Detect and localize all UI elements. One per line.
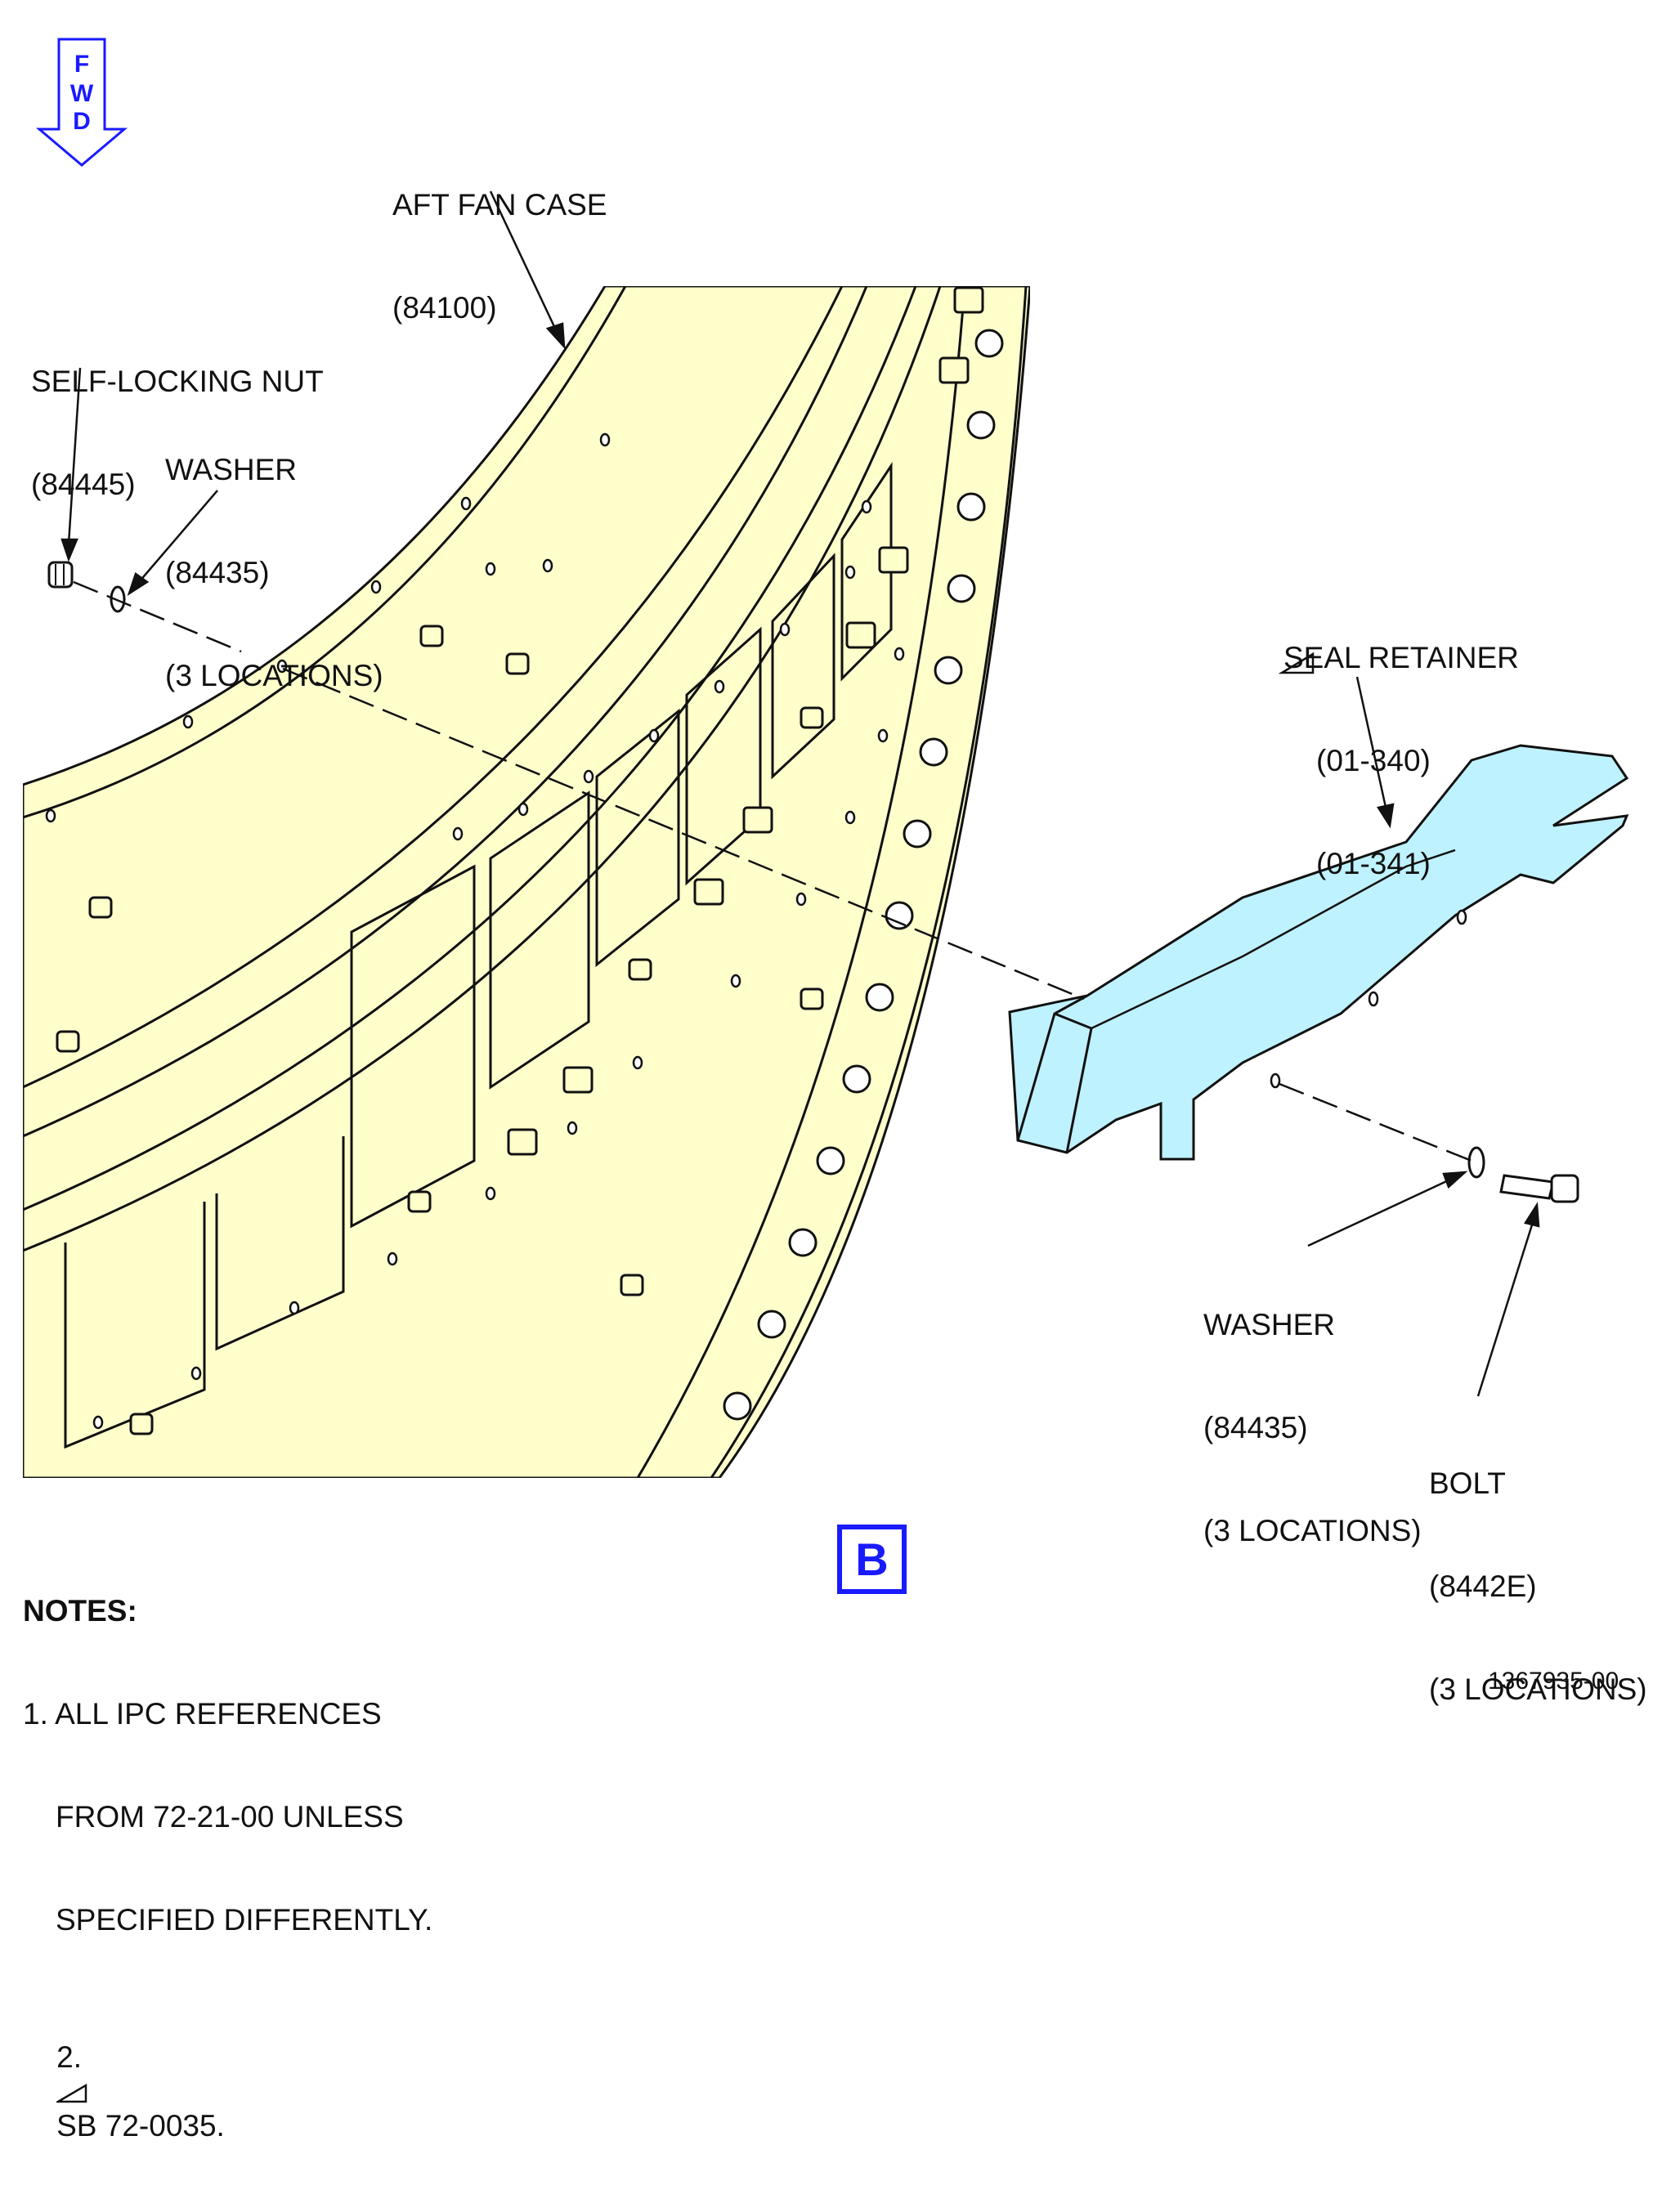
bolt-part bbox=[1499, 1174, 1579, 1203]
note-1-line-3: SPECIFIED DIFFERENTLY. bbox=[56, 1903, 433, 1937]
bolt-name: BOLT bbox=[1429, 1466, 1506, 1500]
washer-right-ref: (84435) bbox=[1203, 1411, 1308, 1444]
fwd-letter-w: W bbox=[69, 80, 94, 107]
washer-left-qty: (3 LOCATIONS) bbox=[165, 659, 383, 692]
self-locking-nut-part bbox=[47, 561, 74, 589]
aft-fan-case-ref: (84100) bbox=[392, 291, 497, 325]
washer-left-part bbox=[110, 585, 126, 613]
figure-number: 1367935-00 bbox=[1488, 1668, 1619, 1695]
fwd-arrow-icon bbox=[35, 38, 128, 167]
fwd-letter-d: D bbox=[73, 108, 91, 135]
sb-flag-note-icon bbox=[56, 2083, 87, 2103]
bolt-qty: (3 LOCATIONS) bbox=[1429, 1672, 1647, 1706]
washer-right-qty: (3 LOCATIONS) bbox=[1203, 1514, 1422, 1547]
install-path-lines bbox=[73, 580, 1472, 1162]
label-bolt: BOLT (8442E) (3 LOCATIONS) bbox=[1429, 1398, 1647, 1741]
washer-left-name: WASHER bbox=[165, 453, 298, 486]
seal-retainer bbox=[1008, 744, 1629, 1161]
note-1-line-2: FROM 72-21-00 UNLESS bbox=[56, 1800, 404, 1834]
washer-left-ref: (84435) bbox=[165, 556, 270, 589]
leader-lines bbox=[60, 190, 1540, 1397]
notes-title: NOTES: bbox=[23, 1594, 137, 1628]
figure-view-badge: B bbox=[837, 1525, 907, 1594]
note-2-prefix: 2. bbox=[56, 2040, 82, 2074]
seal-retainer-ref1: (01-340) bbox=[1316, 744, 1431, 777]
label-aft-fan-case: AFT FAN CASE (84100) bbox=[392, 119, 607, 360]
self-locking-nut-ref: (84445) bbox=[31, 468, 136, 501]
bolt-ref: (8442E) bbox=[1429, 1569, 1537, 1603]
notes-block: NOTES: 1. ALL IPC REFERENCES FROM 72-21-… bbox=[23, 1525, 432, 2212]
label-washer-right: WASHER (84435) (3 LOCATIONS) bbox=[1203, 1239, 1422, 1583]
note-1-line-1: 1. ALL IPC REFERENCES bbox=[23, 1697, 382, 1731]
washer-right-part bbox=[1467, 1146, 1485, 1179]
seal-retainer-name: SEAL RETAINER bbox=[1283, 641, 1519, 674]
exploded-diagram bbox=[23, 38, 1629, 1478]
note-2-text: SB 72-0035. bbox=[56, 2109, 225, 2143]
label-self-locking-nut: SELF-LOCKING NUT (84445) bbox=[31, 296, 324, 536]
seal-retainer-ref2: (01-341) bbox=[1316, 847, 1431, 880]
aft-fan-case bbox=[23, 286, 1030, 1478]
self-locking-nut-name: SELF-LOCKING NUT bbox=[31, 365, 324, 398]
note-2: 2. SB 72-0035. bbox=[23, 2006, 432, 2178]
fwd-letter-f: F bbox=[74, 51, 90, 78]
washer-right-name: WASHER bbox=[1203, 1308, 1336, 1341]
label-seal-retainer: SEAL RETAINER (01-340) (01-341) bbox=[1283, 572, 1519, 916]
label-washer-left: WASHER (84435) (3 LOCATIONS) bbox=[165, 384, 383, 728]
aft-fan-case-name: AFT FAN CASE bbox=[392, 188, 607, 222]
sb-flag-icon bbox=[1278, 652, 1315, 674]
